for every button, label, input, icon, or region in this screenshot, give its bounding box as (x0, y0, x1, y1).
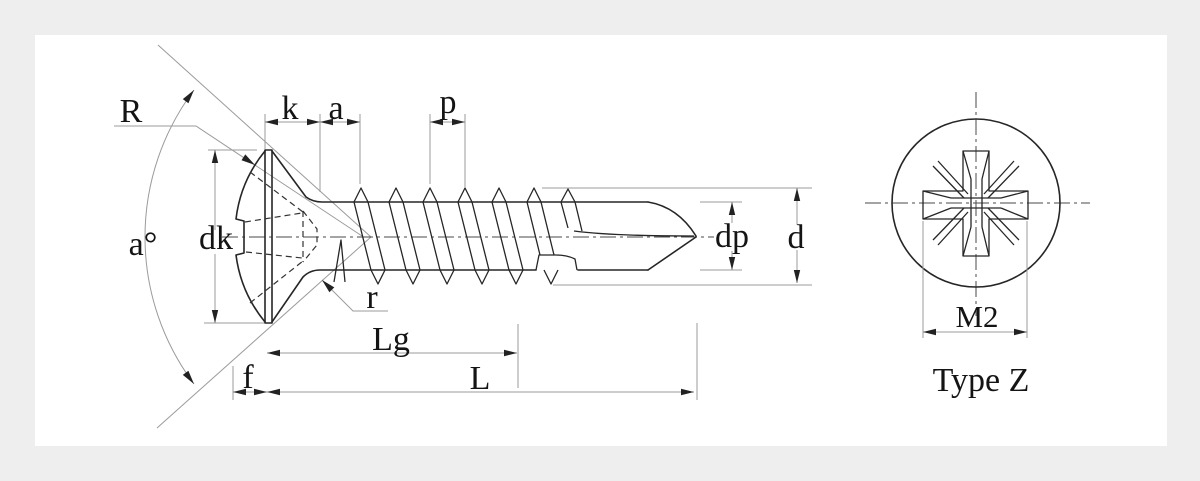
head-face-lines (264, 149, 273, 324)
labels: R a° dk k a p r Lg f L dp d M2 Type Z (120, 84, 1030, 399)
paper-sheet (35, 35, 1167, 446)
r-leader-arrow (322, 280, 335, 293)
recess-hidden-tip (302, 210, 318, 263)
drill-flute-step (535, 254, 578, 271)
f-l-extension-lines (232, 323, 698, 400)
angle-arc-arrow-bottom (182, 370, 194, 384)
construction-lines (114, 44, 372, 429)
k-arrow-left (265, 118, 278, 126)
body-top-edge (271, 150, 649, 203)
thread-1 (353, 187, 386, 285)
lg-arrow-right (504, 349, 517, 357)
lg-arrow-left (267, 349, 280, 357)
dk-arrow-top (211, 150, 219, 163)
d-arrow-bottom (793, 270, 801, 283)
drill-point-top-lip (647, 201, 697, 237)
pozidriv-star-wings (932, 160, 1020, 246)
head-circle (891, 118, 1061, 288)
side-view (235, 149, 697, 324)
f-arrow-right (254, 388, 267, 396)
m2-extension-lines (922, 221, 1028, 338)
label-recess-type: Type Z (933, 362, 1030, 399)
end-view (865, 92, 1090, 338)
drill-point-bottom-edge (647, 236, 697, 271)
dk-arrow-bottom (211, 310, 219, 323)
pozidriv-taper-lines (922, 150, 1029, 257)
f-arrow-left (233, 388, 246, 396)
radius-leader-line (114, 125, 363, 237)
drill-flute-chord (573, 230, 695, 237)
dp-arrow-top (728, 202, 736, 215)
thread-runout-sliver (333, 239, 346, 283)
label-total-length: L (470, 360, 491, 397)
end-view-centerlines (865, 92, 1090, 316)
head-dome-arc (235, 150, 266, 323)
d-arrow-top (793, 188, 801, 201)
angle-arc (144, 89, 195, 385)
a-arrow-right (347, 118, 360, 126)
label-oval-height: f (242, 359, 254, 396)
dimensions-side-view (204, 114, 812, 400)
m2-arrow-right (1014, 328, 1027, 336)
a-arrow-left (320, 118, 333, 126)
p-arrow-right (452, 118, 465, 126)
p-arrow-left (430, 118, 443, 126)
radius-leader-arrow (241, 154, 255, 165)
body-bottom-edge (271, 269, 537, 323)
label-head-height: k (282, 90, 299, 127)
k-arrow-right (307, 118, 320, 126)
dp-arrow-bottom (728, 257, 736, 270)
r-leader-line (321, 279, 388, 312)
thread-3 (422, 187, 455, 285)
l-arrow-left (267, 388, 280, 396)
label-countersink-angle: a° (129, 226, 158, 263)
label-head-diameter: dk (199, 220, 233, 257)
k-a-extension-lines (264, 114, 361, 192)
m2-arrow-left (923, 328, 936, 336)
l-arrow-right (681, 388, 694, 396)
dk-tick-lines (204, 149, 264, 324)
label-point-diameter: dp (715, 218, 749, 255)
label-major-diameter: d (788, 219, 805, 256)
label-head-radius: R (120, 93, 143, 130)
p-extension-lines (429, 114, 466, 187)
dp-tick-lines (700, 201, 742, 271)
angle-arc-arrow-top (182, 90, 194, 104)
label-thread-length: Lg (372, 321, 410, 358)
thread-4 (457, 187, 490, 285)
thread-2 (388, 187, 421, 285)
label-thread-runout: a (328, 90, 343, 127)
pozidriv-inner-slots (951, 179, 1001, 227)
label-under-head-fillet: r (366, 279, 378, 316)
thread-6-cut (526, 187, 559, 285)
angle-leg-lower (156, 236, 372, 429)
label-thread-size: M2 (955, 299, 998, 334)
label-thread-pitch: p (440, 84, 457, 121)
thread-5 (491, 187, 524, 285)
recess-hidden-lines (244, 171, 304, 304)
thread-7-cut (560, 188, 583, 232)
d-extension-lines (542, 187, 812, 286)
